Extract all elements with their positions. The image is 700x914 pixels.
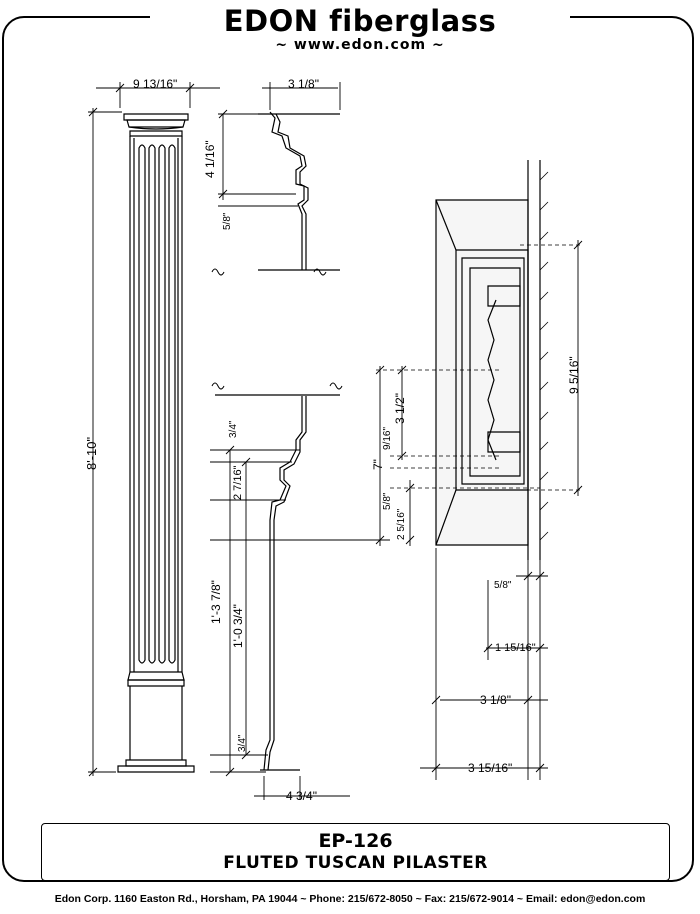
- capital-profile: [258, 111, 340, 271]
- pilaster-dimensions: [88, 82, 220, 777]
- dim-base-top-step: 3/4": [228, 420, 239, 438]
- dim-detail-seven: 7": [371, 459, 385, 470]
- pilaster-elevation: [117, 113, 195, 773]
- dim-detail-five-eighths-h: 5/8": [494, 580, 512, 591]
- dim-capital-projection: 3 1/8": [288, 77, 319, 91]
- dim-detail-two-five: 2 5/16": [396, 508, 407, 540]
- title-block: EP-126 FLUTED TUSCAN PILASTER: [41, 823, 670, 881]
- dim-detail-three-fifteen: 3 15/16": [468, 761, 513, 775]
- break-marks: [211, 268, 343, 390]
- dim-overall-height: 8'-10": [84, 436, 99, 470]
- dim-base-projection: 4 3/4": [286, 789, 317, 803]
- dim-detail-nine-sixteenths: 9/16": [382, 426, 393, 450]
- dim-base-bottom-step: 3/4": [237, 734, 248, 752]
- dim-detail-five-eighths-v: 5/8": [382, 492, 393, 510]
- dim-capital-step: 5/8": [222, 212, 233, 230]
- dim-base-upper: 2 7/16": [232, 465, 244, 501]
- dim-base-body: 1'-0 3/4": [231, 604, 245, 648]
- dim-overall-width: 9 13/16": [133, 77, 178, 91]
- base-dimensions: [210, 445, 390, 800]
- brand-title: EDON fiberglass: [223, 4, 497, 38]
- section-dimensions: [375, 240, 583, 780]
- capital-dimensions: [218, 82, 341, 207]
- dim-detail-three-half: 3 1/2": [393, 393, 407, 424]
- dim-detail-one-fifteen: 1 15/16": [495, 642, 536, 654]
- header: EDON fiberglass ~ www.edon.com ~: [150, 4, 570, 54]
- product-name: FLUTED TUSCAN PILASTER: [223, 853, 488, 873]
- website-link[interactable]: ~ www.edon.com ~: [275, 37, 445, 53]
- wall-hatching: [539, 171, 549, 541]
- dim-detail-height: 9 5/16": [567, 356, 581, 394]
- section-extension-lines: [376, 244, 580, 491]
- dim-detail-three-eighth: 3 1/8": [480, 693, 511, 707]
- section-detail: [435, 160, 541, 560]
- footer-contact: Edon Corp. 1160 Easton Rd., Horsham, PA …: [54, 893, 646, 905]
- model-number: EP-126: [318, 830, 393, 852]
- dim-capital-height: 4 1/16": [203, 140, 217, 178]
- dim-base-total: 1'-3 7/8": [209, 580, 223, 624]
- base-profile: [215, 394, 340, 771]
